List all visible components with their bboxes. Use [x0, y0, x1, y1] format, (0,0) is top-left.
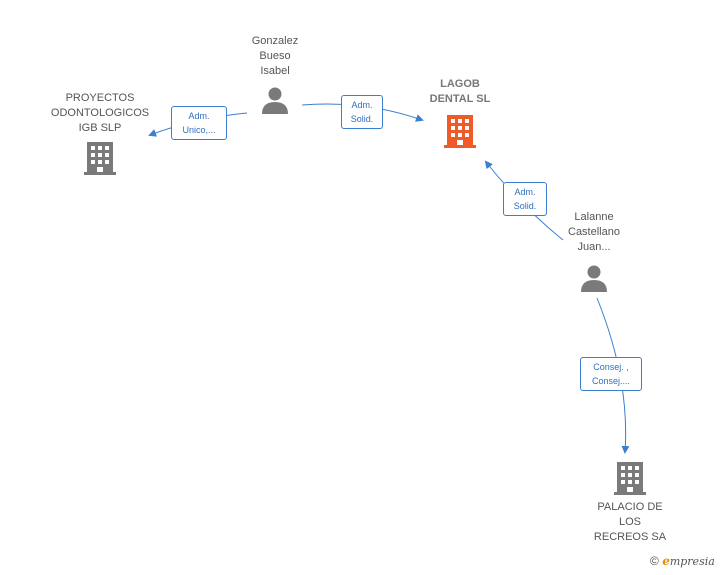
person-icon — [262, 87, 288, 114]
footer-brand: © empresia — [650, 554, 715, 568]
node-palacio[interactable]: PALACIO DE LOS RECREOS SA — [582, 460, 678, 545]
brand-logo-text: mpresia — [669, 555, 715, 568]
building-icon — [84, 142, 116, 175]
copyright-symbol: © — [650, 554, 659, 568]
node-proyectos-label: PROYECTOS ODONTOLOGICOS IGB SLP — [50, 92, 150, 134]
edge-label-adm-solid-gonzalez[interactable]: Adm. Solid. — [341, 95, 383, 129]
edge-label-adm-solid-lalanne[interactable]: Adm. Solid. — [503, 182, 547, 216]
edge-label-consej[interactable]: Consej. , Consej.... — [580, 357, 642, 391]
building-icon-focus — [444, 115, 476, 148]
node-gonzalez[interactable]: Gonzalez Bueso Isabel — [234, 34, 316, 115]
node-lalanne[interactable]: Lalanne Castellano Juan... — [552, 210, 636, 293]
node-gonzalez-label: Gonzalez Bueso Isabel — [251, 35, 299, 77]
node-lalanne-label: Lalanne Castellano Juan... — [568, 211, 620, 253]
edge-label-adm-unico[interactable]: Adm. Unico,... — [171, 106, 227, 140]
node-proyectos[interactable]: PROYECTOS ODONTOLOGICOS IGB SLP — [42, 91, 158, 176]
building-icon — [614, 462, 646, 495]
node-palacio-label: PALACIO DE LOS RECREOS SA — [593, 501, 667, 543]
brand-logo-initial: e — [662, 554, 670, 568]
person-icon — [581, 265, 607, 292]
node-lagob[interactable]: LAGOB DENTAL SL — [415, 77, 505, 149]
node-lagob-label: LAGOB DENTAL SL — [429, 78, 491, 105]
